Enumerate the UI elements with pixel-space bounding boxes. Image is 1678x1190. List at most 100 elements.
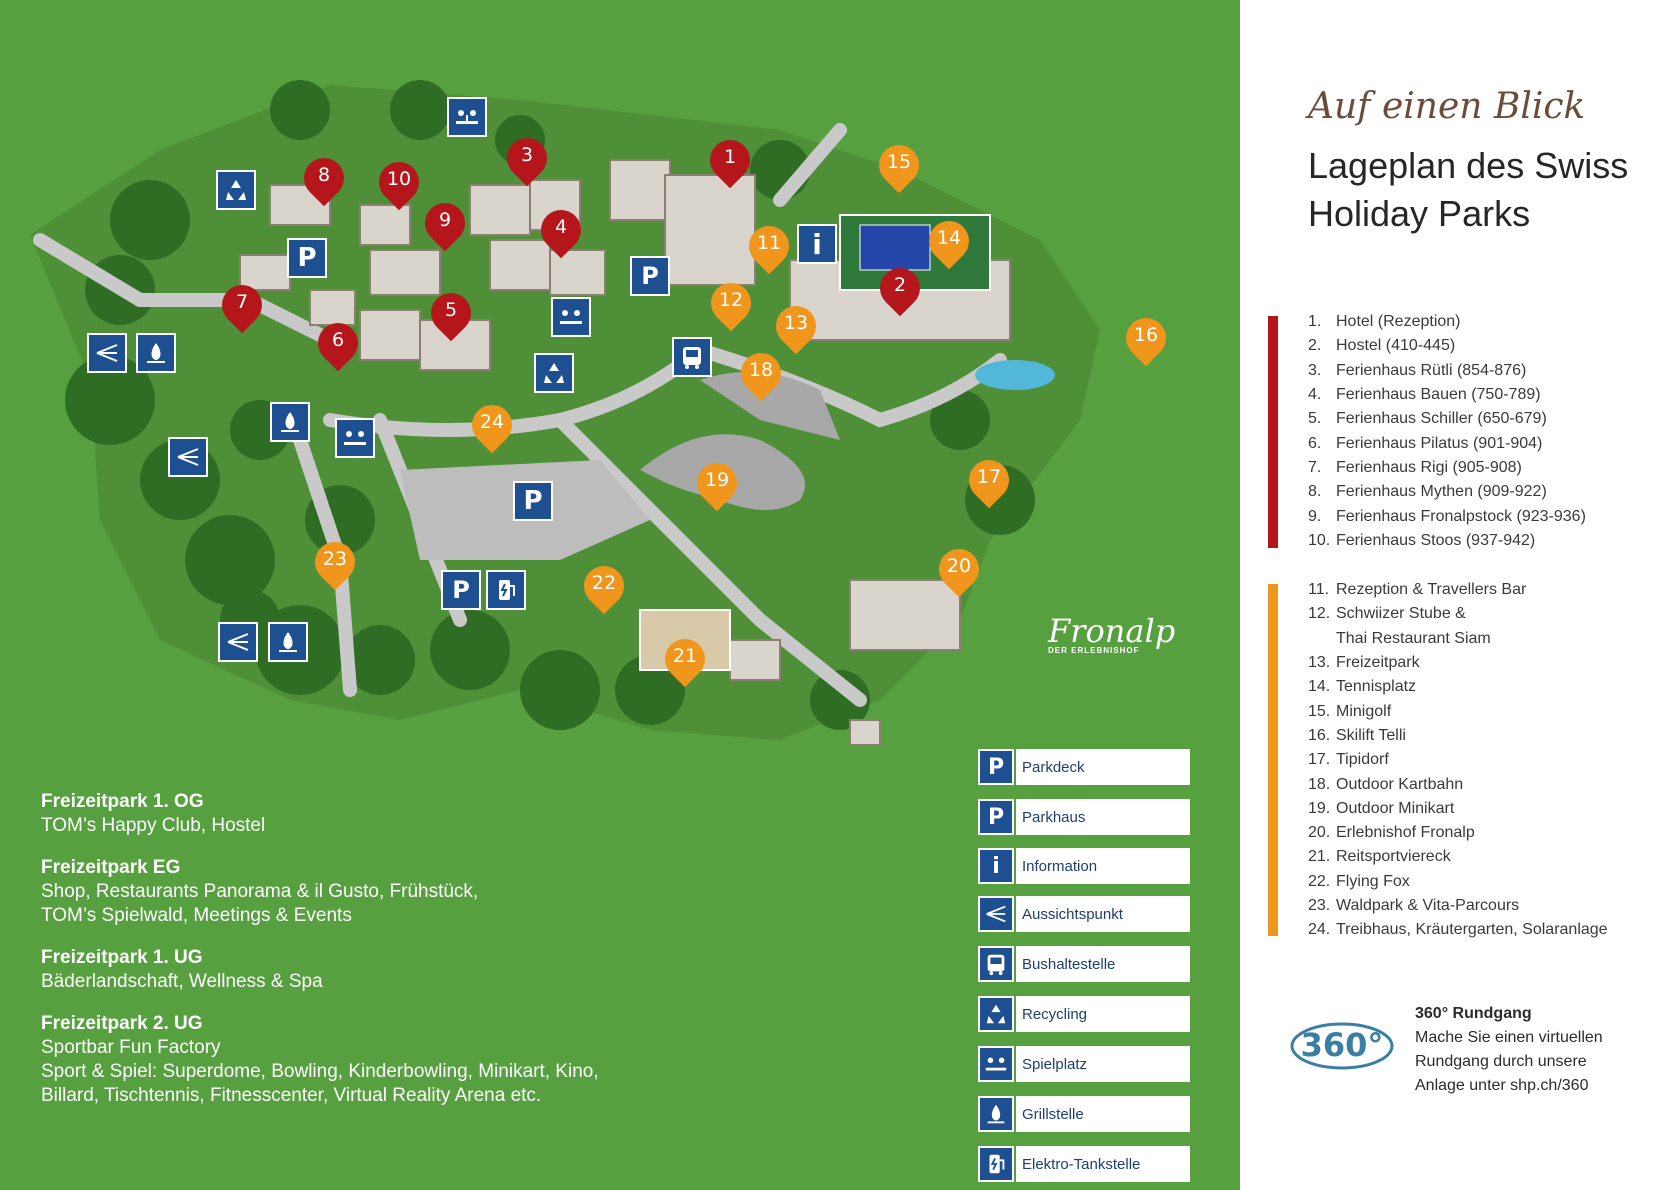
playground-icon[interactable] — [551, 297, 591, 337]
map-pin-16[interactable]: 16 — [1117, 309, 1175, 367]
list-item[interactable]: 11.Rezeption & Travellers Bar — [1308, 578, 1608, 602]
map-pin-15[interactable]: 15 — [870, 136, 928, 194]
floor-description: TOM’s Happy Club, Hostel — [41, 815, 266, 836]
bus-icon[interactable] — [672, 337, 712, 377]
legend-item-information[interactable]: i Information — [978, 847, 1190, 885]
map-pin-8[interactable]: 8 — [295, 149, 353, 207]
item-number: 1. — [1308, 313, 1322, 331]
viewpoint-icon[interactable] — [87, 333, 127, 373]
list-item[interactable]: 16.Skilift Telli — [1308, 724, 1608, 748]
bus-icon — [978, 946, 1014, 982]
item-label: Treibhaus, Kräutergarten, Solaranlage — [1336, 921, 1608, 939]
list-item[interactable]: 19.Outdoor Minikart — [1308, 797, 1608, 821]
parking-garage-icon[interactable]: P — [630, 256, 670, 296]
map-pin-13[interactable]: 13 — [767, 297, 825, 355]
item-label: Tipidorf — [1336, 751, 1389, 769]
list-item[interactable]: 2.Hostel (410-445) — [1308, 334, 1586, 358]
legend-item-grillstelle[interactable]: Grillstelle — [978, 1095, 1190, 1133]
item-number: 14. — [1308, 678, 1331, 696]
legend-item-aussichtspunkt[interactable]: Aussichtspunkt — [978, 895, 1190, 933]
site-map: 1 2 3 4 5 6 7 8 9 10 11 12 13 14 15 16 1… — [0, 0, 1240, 1190]
list-item[interactable]: 23.Waldpark & Vita-Parcours — [1308, 894, 1608, 918]
map-pin-18[interactable]: 18 — [732, 344, 790, 402]
map-pin-4[interactable]: 4 — [532, 201, 590, 259]
list-item[interactable]: 5.Ferienhaus Schiller (650-679) — [1308, 407, 1586, 431]
list-item[interactable]: 17. Tipidorf — [1308, 748, 1608, 772]
virtual-tour-line: Mache Sie einen virtuellen — [1415, 1029, 1603, 1046]
item-number: 17. — [1308, 751, 1331, 769]
barbecue-icon[interactable] — [136, 333, 176, 373]
item-number: 13. — [1308, 654, 1331, 672]
list-item[interactable]: 15.Minigolf — [1308, 699, 1608, 723]
map-pin-12[interactable]: 12 — [702, 274, 760, 332]
list-item[interactable]: 8.Ferienhaus Mythen (909-922) — [1308, 480, 1586, 504]
list-item[interactable]: 22.Flying Fox — [1308, 870, 1608, 894]
information-icon[interactable]: i — [797, 224, 837, 264]
list-item[interactable]: 13.Freizeitpark — [1308, 651, 1608, 675]
recycling-icon[interactable] — [216, 170, 256, 210]
item-label: Erlebnishof Fronalp — [1336, 824, 1475, 842]
floor-description: Sportbar Fun Factory Sport & Spiel: Supe… — [41, 1037, 599, 1106]
item-number: 3. — [1308, 361, 1322, 379]
legend-label: Elektro-Tankstelle — [1016, 1146, 1190, 1182]
legend-item-parkdeck[interactable]: P Parkdeck — [978, 748, 1190, 786]
viewpoint-icon[interactable] — [168, 437, 208, 477]
map-pin-7[interactable]: 7 — [213, 276, 271, 334]
map-pin-11[interactable]: 11 — [740, 217, 798, 275]
accommodations-bar — [1268, 316, 1278, 548]
map-pin-21[interactable]: 21 — [656, 630, 714, 688]
recycling-icon[interactable] — [534, 353, 574, 393]
map-pin-19[interactable]: 19 — [688, 454, 746, 512]
legend-label: Information — [1016, 848, 1190, 884]
barbecue-icon[interactable] — [268, 622, 308, 662]
playground-icon[interactable] — [335, 418, 375, 458]
legend-item-spielplatz[interactable]: Spielplatz — [978, 1045, 1190, 1083]
legend-label: Parkhaus — [1016, 799, 1190, 835]
legend-item-elektro-tankstelle[interactable]: Elektro-Tankstelle — [978, 1145, 1190, 1183]
parking-garage-icon: P — [978, 799, 1014, 835]
parking-icon[interactable]: P — [513, 481, 553, 521]
map-pin-20[interactable]: 20 — [930, 540, 988, 598]
map-pin-14[interactable]: 14 — [920, 212, 978, 270]
playground-icon[interactable] — [447, 97, 487, 137]
map-pin-17[interactable]: 17 — [960, 451, 1018, 509]
legend-label: Grillstelle — [1016, 1096, 1190, 1132]
list-item[interactable]: 20.Erlebnishof Fronalp — [1308, 821, 1608, 845]
360-tour-icon[interactable]: 360° — [1290, 1012, 1400, 1072]
list-item[interactable]: 1.Hotel (Rezeption) — [1308, 310, 1586, 334]
list-item[interactable]: 14.Tennisplatz — [1308, 675, 1608, 699]
e-charging-icon[interactable] — [486, 570, 526, 610]
map-pin-24[interactable]: 24 — [463, 396, 521, 454]
legend-item-bushaltestelle[interactable]: Bushaltestelle — [978, 945, 1190, 983]
list-item[interactable]: 24.Treibhaus, Kräutergarten, Solaranlage — [1308, 918, 1608, 942]
activities-list: 11.Rezeption & Travellers Bar 12.Schwiiz… — [1308, 578, 1608, 942]
list-item[interactable]: 9.Ferienhaus Fronalpstock (923-936) — [1308, 504, 1586, 528]
list-item[interactable]: 10.Ferienhaus Stoos (937-942) — [1308, 529, 1586, 553]
viewpoint-icon[interactable] — [218, 622, 258, 662]
map-pin-6[interactable]: 6 — [309, 314, 367, 372]
legend-item-recycling[interactable]: Recycling — [978, 995, 1190, 1033]
map-pin-1[interactable]: 1 — [701, 131, 759, 189]
map-pin-2[interactable]: 2 — [871, 259, 929, 317]
list-item[interactable]: 6.Ferienhaus Pilatus (901-904) — [1308, 431, 1586, 455]
map-pin-9[interactable]: 9 — [416, 194, 474, 252]
map-pin-5[interactable]: 5 — [422, 284, 480, 342]
map-pin-10[interactable]: 10 — [370, 153, 428, 211]
virtual-tour-text: 360° Rundgang Mache Sie einen virtuellen… — [1415, 1002, 1603, 1098]
parking-garage-icon[interactable]: P — [441, 570, 481, 610]
list-item[interactable]: 12.Schwiizer Stube & — [1308, 602, 1608, 626]
barbecue-icon[interactable] — [270, 402, 310, 442]
list-item[interactable]: 4.Ferienhaus Bauen (750-789) — [1308, 383, 1586, 407]
list-item[interactable]: 7.Ferienhaus Rigi (905-908) — [1308, 456, 1586, 480]
legend-item-parkhaus[interactable]: P Parkhaus — [978, 798, 1190, 836]
parking-icon[interactable]: P — [287, 238, 327, 278]
list-item[interactable]: 21.Reitsportviereck — [1308, 845, 1608, 869]
barbecue-icon — [978, 1096, 1014, 1132]
list-item[interactable]: Thai Restaurant Siam — [1308, 627, 1608, 651]
item-label: Ferienhaus Schiller (650-679) — [1336, 410, 1547, 428]
map-pin-22[interactable]: 22 — [575, 557, 633, 615]
map-pin-3[interactable]: 3 — [498, 129, 556, 187]
list-item[interactable]: 3.Ferienhaus Rütli (854-876) — [1308, 359, 1586, 383]
list-item[interactable]: 18.Outdoor Kartbahn — [1308, 772, 1608, 796]
map-pin-23[interactable]: 23 — [306, 533, 364, 591]
